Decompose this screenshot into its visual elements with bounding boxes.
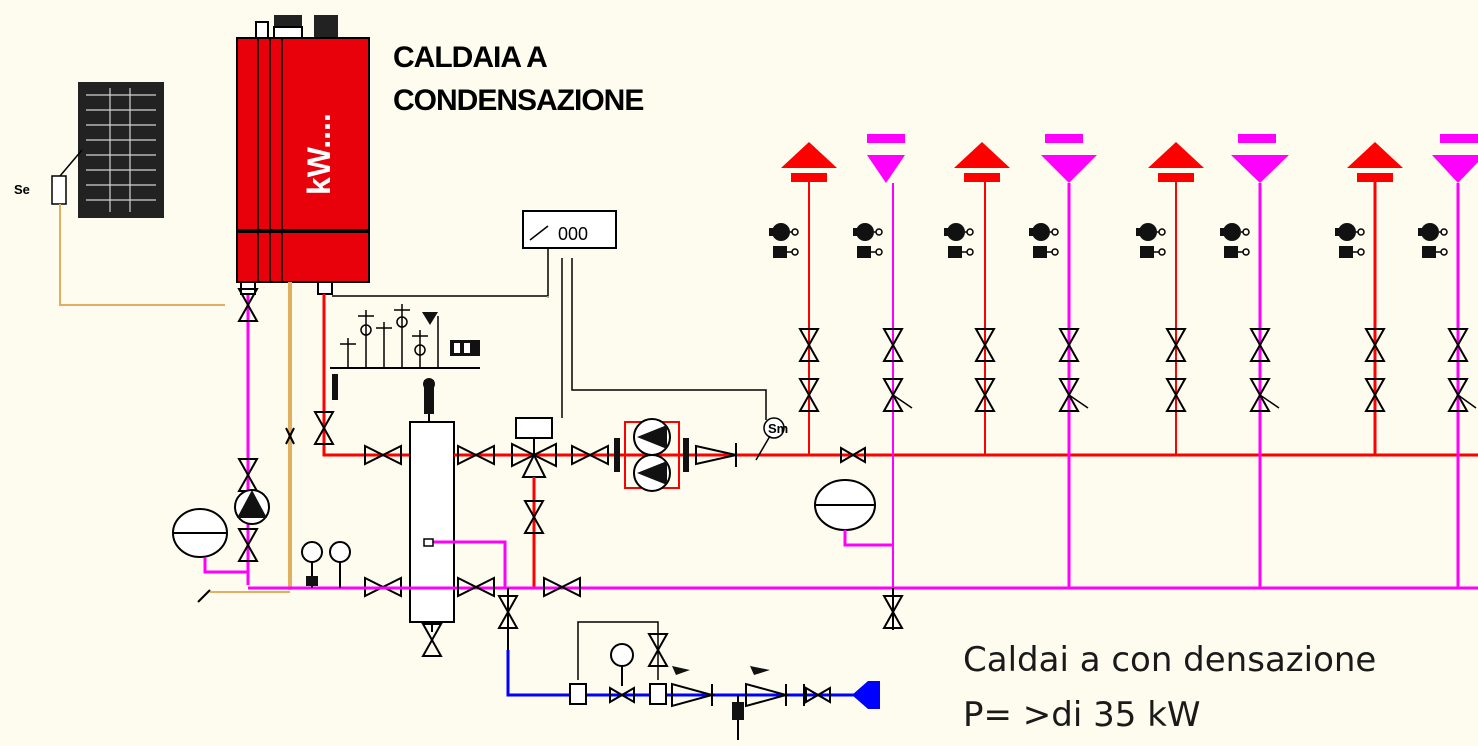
sensor-signal-wire (59, 204, 225, 306)
return-thermometers (301, 541, 351, 588)
external-sensor-panel: Se (14, 82, 164, 218)
boiler-power-label: kW.... (301, 113, 337, 195)
boiler-expansion-vessel (172, 508, 228, 558)
safety-devices (330, 304, 480, 400)
hydraulic-separator (409, 378, 507, 657)
title-line-1: CALDAIA A (393, 41, 547, 74)
controller-display: 000 (558, 224, 588, 244)
three-way-mixing-valve (511, 417, 557, 478)
caption-line-2: P= >di 35 kW (963, 695, 1201, 735)
check-valve (695, 443, 737, 467)
twin-circulation-pump (614, 418, 689, 492)
zone-circuit-3 (1135, 134, 1289, 588)
flow-sensor-label: Sm (768, 421, 788, 436)
external-sensor-label: Se (14, 182, 30, 197)
cold-water-fill-line (498, 588, 880, 740)
flow-temperature-sensor: Sm (755, 417, 788, 461)
caption-line-1: Caldai a con densazione (963, 640, 1376, 680)
boiler-primary-pump (234, 489, 270, 525)
zone-circuit-1 (768, 134, 913, 588)
gas-valve (285, 427, 295, 445)
zone-circuit-4 (1334, 134, 1478, 588)
secondary-expansion-vessel (814, 479, 893, 547)
controller: 000 (522, 210, 617, 249)
title-line-2: CONDENSAZIONE (393, 84, 643, 117)
zone-circuit-2 (943, 134, 1097, 588)
boiler: kW.... (236, 15, 370, 295)
